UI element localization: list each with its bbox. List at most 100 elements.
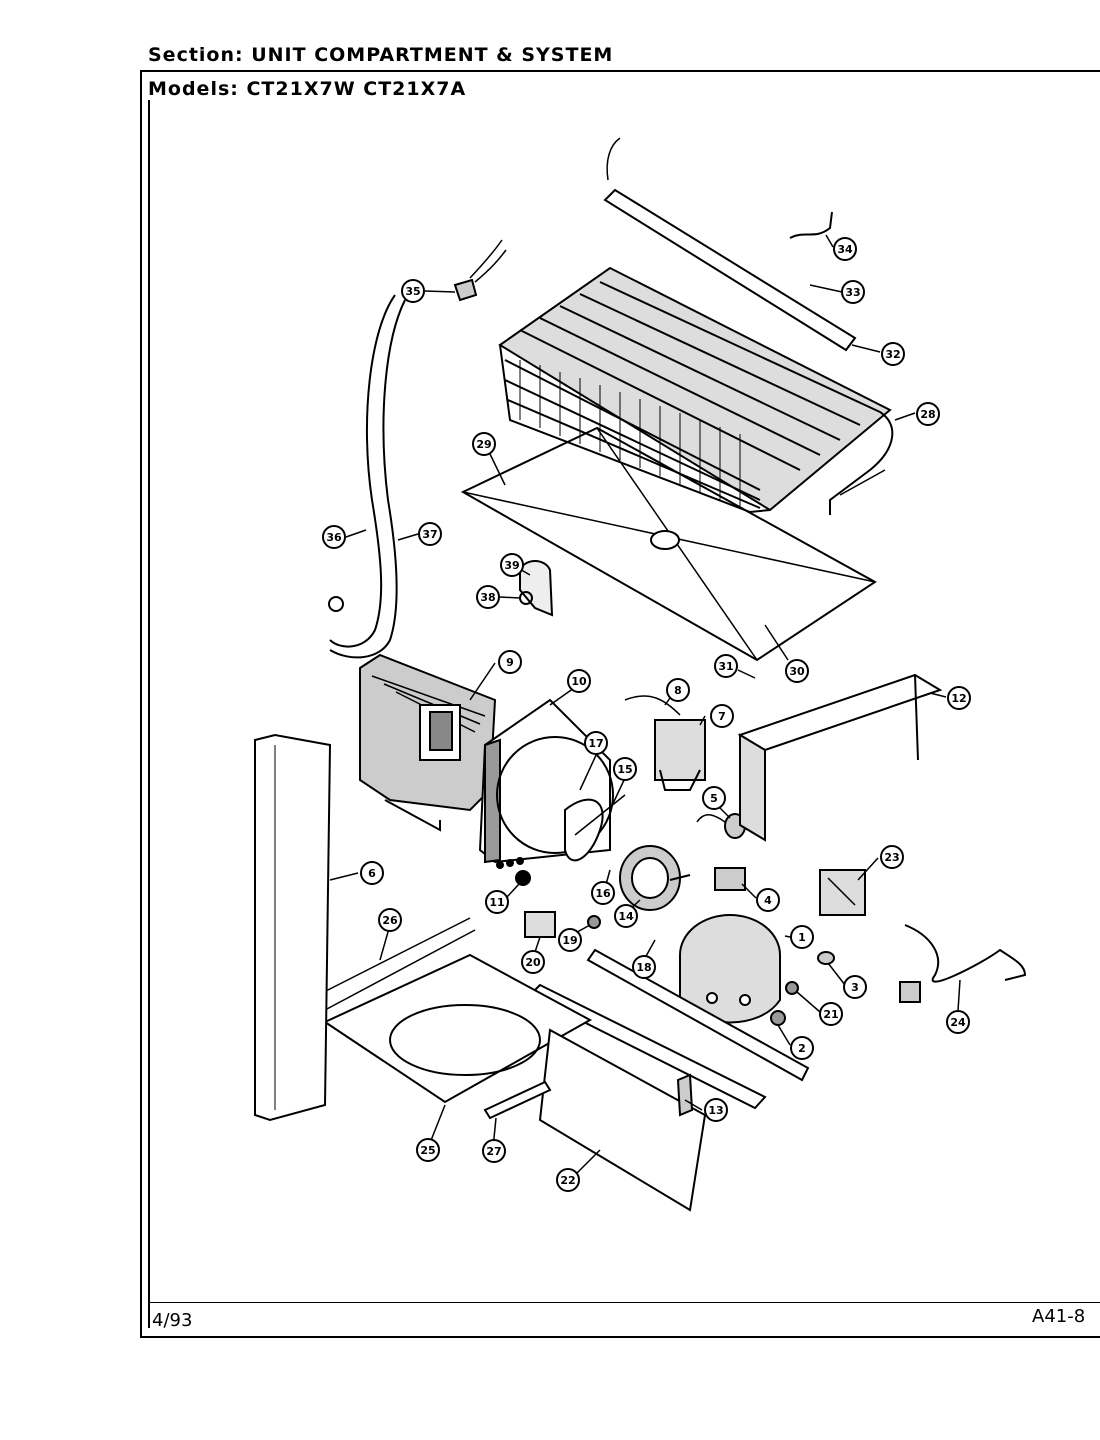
callout-33: 33 (841, 280, 865, 304)
fan-motor-14 (619, 845, 691, 911)
side-panel-6 (254, 733, 332, 1122)
callout-12: 12 (947, 686, 971, 710)
svg-text:12: 12 (951, 692, 966, 705)
grommet-2 (770, 1010, 786, 1026)
svg-text:28: 28 (920, 408, 935, 421)
grommet-3 (817, 951, 835, 965)
panel-12 (737, 673, 943, 842)
callout-10: 10 (567, 669, 591, 693)
svg-text:16: 16 (595, 887, 611, 900)
svg-text:29: 29 (476, 438, 491, 451)
callout-34: 34 (833, 237, 857, 261)
fan-blade-15 (564, 794, 626, 862)
svg-text:1: 1 (798, 931, 806, 944)
callout-23: 23 (880, 845, 904, 869)
svg-text:25: 25 (420, 1144, 435, 1157)
callout-28: 28 (916, 402, 940, 426)
callout-31: 31 (714, 654, 738, 678)
svg-text:38: 38 (480, 591, 495, 604)
timer-23 (819, 869, 866, 916)
grommet-21 (785, 981, 799, 995)
drain-pan-25 (317, 917, 593, 1104)
callout-22: 22 (556, 1168, 580, 1192)
callout-25: 25 (416, 1138, 440, 1162)
callout-3: 3 (843, 975, 867, 999)
grommet-11 (515, 870, 531, 886)
callout-20: 20 (521, 950, 545, 974)
callout-13: 13 (704, 1098, 728, 1122)
frame-bottom-border (140, 1336, 1100, 1338)
callout-39: 39 (500, 553, 524, 577)
callout-27: 27 (482, 1139, 506, 1163)
clamp-35 (453, 239, 507, 302)
svg-text:24: 24 (950, 1016, 966, 1029)
svg-text:37: 37 (422, 528, 437, 541)
svg-text:7: 7 (718, 710, 726, 723)
callout-5: 5 (702, 786, 726, 810)
callout-37: 37 (418, 522, 442, 546)
svg-text:5: 5 (710, 792, 718, 805)
svg-text:15: 15 (617, 763, 632, 776)
callout-1: 1 (790, 925, 814, 949)
callout-36: 36 (322, 525, 346, 549)
svg-text:13: 13 (708, 1104, 723, 1117)
callout-14: 14 (614, 904, 638, 928)
svg-text:3: 3 (851, 981, 859, 994)
callout-30: 30 (785, 659, 809, 683)
callout-21: 21 (819, 1002, 843, 1026)
evaporator-9 (359, 653, 497, 832)
tubes-36-37 (328, 294, 406, 659)
bracket-38-39 (519, 560, 554, 617)
callout-6: 6 (360, 861, 384, 885)
svg-text:19: 19 (562, 934, 577, 947)
callout-2: 2 (790, 1036, 814, 1060)
svg-text:14: 14 (618, 910, 634, 923)
relay-7 (624, 695, 706, 791)
strip-27 (483, 1080, 552, 1120)
callout-38: 38 (476, 585, 500, 609)
frame-left-border (140, 70, 142, 1338)
svg-text:18: 18 (636, 961, 651, 974)
frame-inner-border (148, 100, 150, 1328)
svg-text:26: 26 (382, 914, 398, 927)
svg-text:30: 30 (789, 665, 805, 678)
svg-text:32: 32 (885, 348, 900, 361)
overload-4 (714, 867, 746, 891)
condenser-bracket (603, 137, 857, 352)
base-rails (528, 948, 810, 1110)
callout-26: 26 (378, 908, 402, 932)
svg-text:8: 8 (674, 684, 682, 697)
callouts: 1 2 3 4 5 6 7 8 9 10 11 12 13 14 15 16 1… (322, 237, 971, 1192)
svg-text:36: 36 (326, 531, 342, 544)
svg-text:34: 34 (837, 243, 853, 256)
svg-text:31: 31 (718, 660, 733, 673)
callout-19: 19 (558, 928, 582, 952)
section-title: Section: UNIT COMPARTMENT & SYSTEM (148, 44, 614, 66)
svg-text:9: 9 (506, 656, 514, 669)
svg-text:2: 2 (798, 1042, 806, 1055)
callout-16: 16 (591, 881, 615, 905)
callout-7: 7 (710, 704, 734, 728)
svg-text:17: 17 (588, 737, 603, 750)
callout-4: 4 (756, 888, 780, 912)
callout-11: 11 (485, 890, 509, 914)
frame-top-border (140, 70, 1100, 72)
capacitor-5 (696, 813, 746, 839)
callout-24: 24 (946, 1010, 970, 1034)
condenser-coil (498, 266, 894, 515)
svg-text:20: 20 (525, 956, 541, 969)
revision-date: 4/93 (152, 1310, 193, 1331)
svg-text:27: 27 (486, 1145, 501, 1158)
svg-text:33: 33 (845, 286, 860, 299)
svg-text:10: 10 (571, 675, 587, 688)
clip-34 (789, 211, 833, 239)
power-cord-24 (899, 924, 1027, 1003)
condenser-tray (460, 426, 877, 662)
svg-text:6: 6 (368, 867, 376, 880)
svg-text:39: 39 (504, 559, 519, 572)
capacitor-20 (524, 911, 556, 938)
callout-32: 32 (881, 342, 905, 366)
svg-text:21: 21 (823, 1008, 838, 1021)
callout-35: 35 (401, 279, 425, 303)
